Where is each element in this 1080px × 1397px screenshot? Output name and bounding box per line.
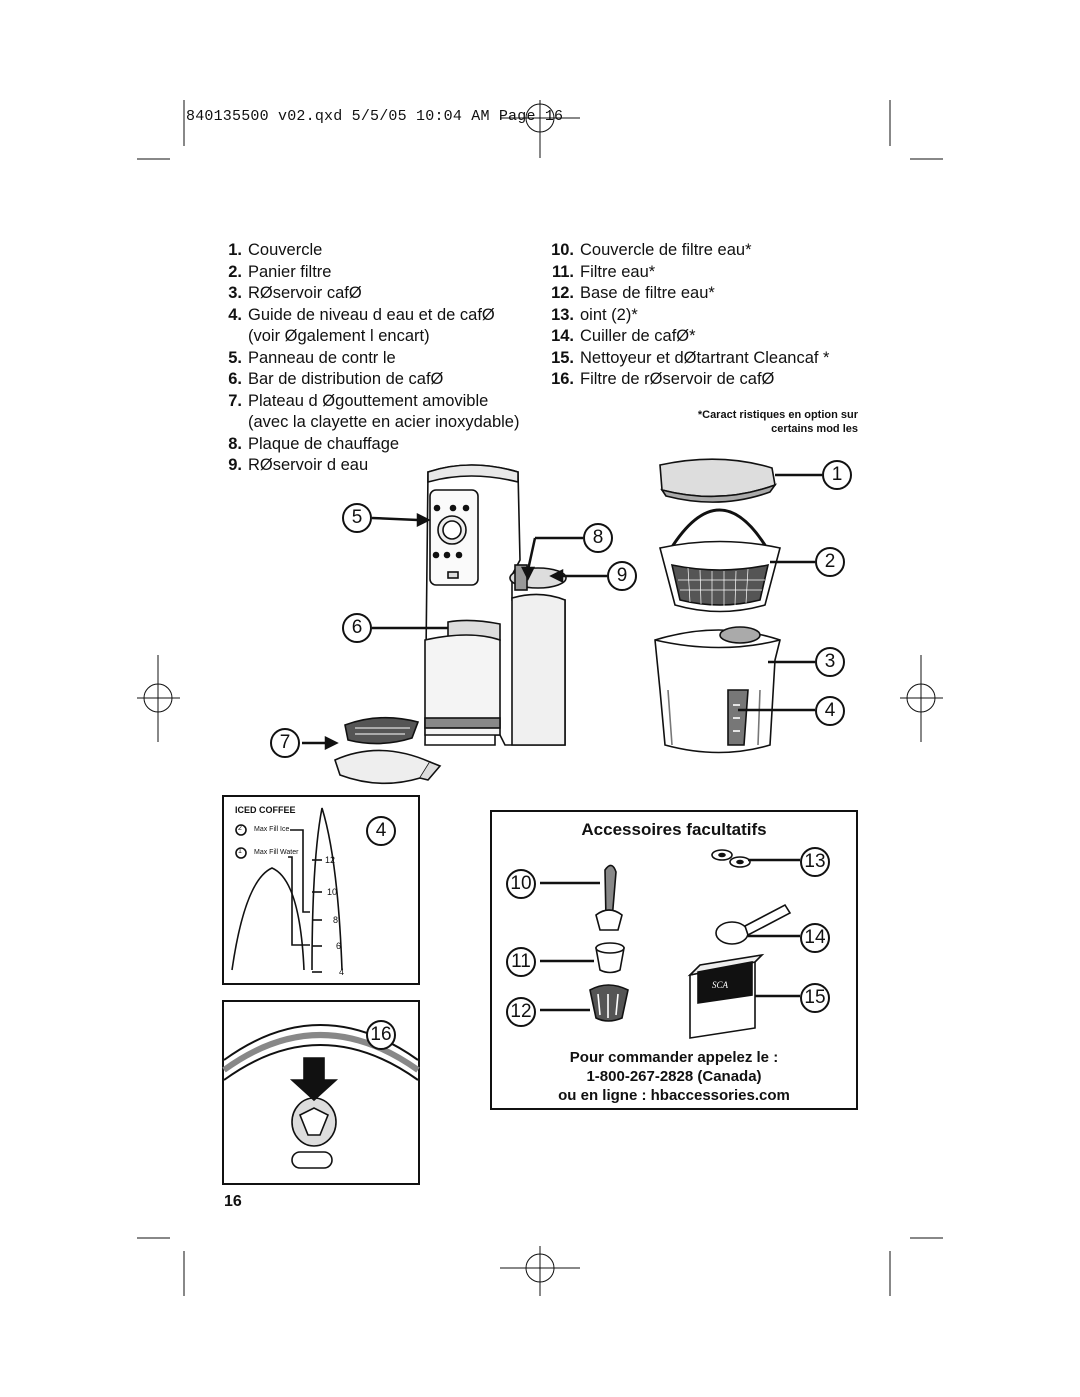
part-item-15: 15.Nettoyeur et dØtartrant Cleancaf * [551,348,830,367]
part-item-5: 5.Panneau de contr le [228,348,396,367]
callout-16: 16 [366,1020,396,1050]
callout-4: 4 [815,696,845,726]
callout-15: 15 [800,983,830,1013]
callout-11: 11 [506,947,536,977]
callout-14: 14 [800,923,830,953]
cleaner-box-label: SCA [712,980,729,990]
gauge-tick-10: 10 [327,887,338,897]
part-item-14: 14.Cuiller de cafØ* [551,327,696,345]
part-item-1: 1.Couvercle [228,241,323,259]
callout-12: 12 [506,997,536,1027]
callout-3: 3 [815,647,845,677]
part-item-3: 3.RØservoir cafØ [228,284,362,302]
callout-1: 1 [822,460,852,490]
callout-8: 8 [583,523,613,553]
gauge-line1-num: 2 [238,825,242,832]
callout-10: 10 [506,869,536,899]
part-item-7: 7.Plateau d Øgouttement amovible [228,391,489,410]
optional-note-line-2: certains mod les [771,423,858,435]
accessories-panel: Accessoires facultatifs Pour commander a… [490,810,858,1110]
accessories-title: Accessoires facultatifs [581,820,767,839]
gauge-tick-8: 8 [333,915,339,925]
part-item-12: 12.Base de filtre eau* [551,284,715,302]
gauge-tick-4: 4 [339,967,345,977]
callout-4-gauge: 4 [366,816,396,846]
gauge-line2-num: 1 [238,848,242,855]
callout-9: 9 [607,561,637,591]
callout-6: 6 [342,613,372,643]
accessories-order-info: Pour commander appelez le : 1-800-267-28… [492,1048,856,1105]
part-item-10: 10.Couvercle de filtre eau* [551,241,752,259]
callout-2: 2 [815,547,845,577]
callout-5: 5 [342,503,372,533]
part-item-8: 8.Plaque de chauffage [228,434,400,453]
part-item-9: 9.RØservoir d eau [228,456,369,474]
order-phone: 1-800-267-2828 (Canada) [586,1068,762,1085]
optional-features-note: *Caract ristiques en option sur certains… [640,408,858,436]
part-item-7-cont: (avec la clayette en acier inoxydable) [248,413,520,431]
gauge-tick-6: 6 [336,941,342,951]
order-website: ou en ligne : hbaccessories.com [558,1087,790,1104]
part-item-6: 6.Bar de distribution de cafØ [228,370,444,388]
part-item-4-cont: (voir Øgalement l encart) [248,327,430,345]
part-item-11: 11.Filtre eau* [551,262,656,281]
file-header: 840135500 v02.qxd 5/5/05 10:04 AM Page 1… [186,108,564,125]
gauge-line2-label: Max Fill Water [254,849,299,856]
part-item-4: 4.Guide de niveau d eau et de cafØ [228,305,495,324]
part-item-13: 13. oint (2)* [551,305,638,324]
callout-13: 13 [800,847,830,877]
page-number: 16 [224,1193,242,1210]
order-line-1: Pour commander appelez le : [569,1049,779,1066]
gauge-tick-12: 12 [325,855,336,865]
part-item-16: 16.Filtre de rØservoir de cafØ [551,370,775,388]
gauge-title: ICED COFFEE [235,805,296,815]
part-item-2: 2.Panier filtre [228,262,332,281]
callout-7: 7 [270,728,300,758]
gauge-line1-label: Max Fill Ice [254,826,290,833]
optional-note-line-1: *Caract ristiques en option sur [697,409,858,421]
parts-list-right: 10.Couvercle de filtre eau* 11.Filtre ea… [548,240,829,391]
parts-list-left: 1.Couvercle 2.Panier filtre 3.RØservoir … [220,240,519,477]
